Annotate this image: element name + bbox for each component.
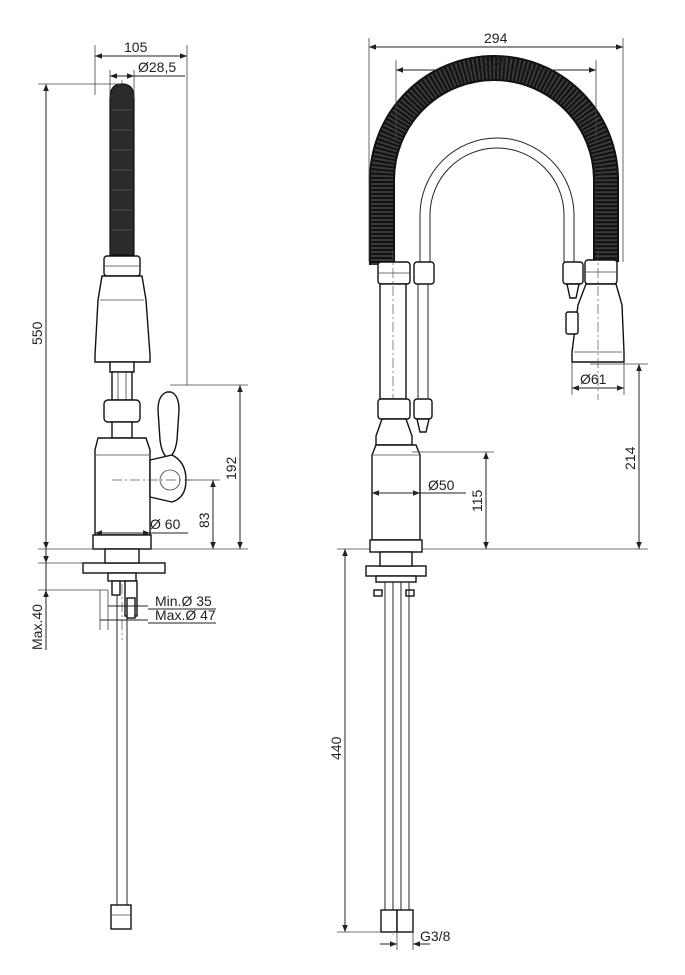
- side-main-body: [94, 437, 151, 536]
- dim-side-deck-thickness: Max.40: [29, 604, 45, 650]
- dim-front-body-height: 115: [469, 489, 485, 512]
- dim-front-supply-length: 440: [328, 736, 344, 760]
- dim-side-hose-diameter: Ø28,5: [138, 59, 176, 75]
- front-view: 294 234 Ø61 214 Ø50 115 440 G3: [328, 30, 648, 950]
- side-spray-head: [94, 275, 151, 363]
- side-view: 105 Ø28,5 550 192 83 Ø 60 Max.40: [29, 39, 248, 930]
- dim-side-hole-min: Min.Ø 35: [155, 593, 212, 609]
- dim-front-body-diameter: Ø50: [428, 477, 455, 493]
- dim-side-body-diameter: Ø 60: [150, 516, 181, 532]
- dim-front-spout-height: 214: [622, 446, 638, 470]
- dim-front-spray-diameter: Ø61: [580, 371, 607, 387]
- dim-front-inner-width: 234: [484, 53, 508, 69]
- side-handle: [157, 391, 180, 459]
- dim-side-hole-max: Max.Ø 47: [155, 607, 216, 623]
- dim-side-width: 105: [124, 39, 148, 55]
- dim-side-axis-height: 83: [196, 512, 212, 528]
- dim-side-handle-height: 192: [223, 456, 239, 480]
- dim-front-thread: G3/8: [420, 928, 451, 944]
- dim-front-outer-width: 294: [484, 30, 508, 46]
- dim-side-height: 550: [29, 321, 45, 345]
- side-hose: [109, 83, 135, 256]
